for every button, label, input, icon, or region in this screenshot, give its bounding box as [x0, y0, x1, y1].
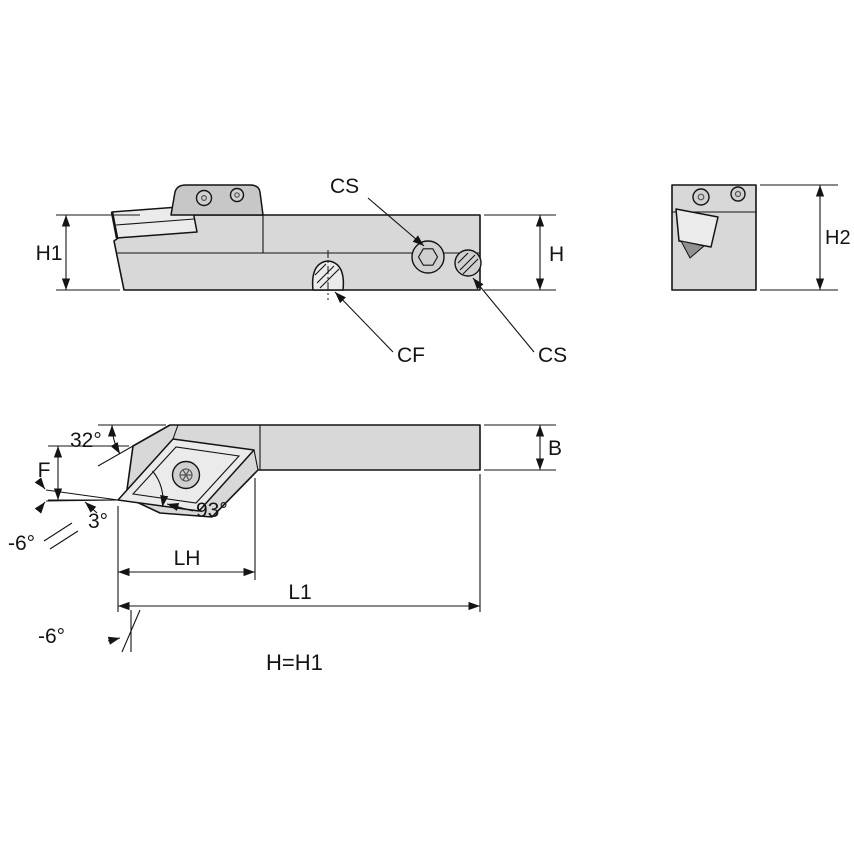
cf-label: CF: [397, 344, 425, 367]
side-view-clamp: [170, 184, 264, 216]
rake-side-label: -6°: [8, 532, 35, 555]
h2-label: H2: [825, 227, 851, 249]
cs-top-callout: CS: [330, 175, 425, 247]
h-label: H: [549, 243, 564, 266]
cs-bottom-callout: CS: [472, 277, 567, 367]
h2-dimension: H2: [760, 184, 851, 291]
angle-32-label: 32°: [70, 429, 102, 452]
side-view: H1 H CS CF CS: [36, 175, 568, 367]
l1-label: L1: [288, 581, 311, 604]
cf-callout: CF: [334, 291, 425, 367]
end-view: H2: [671, 184, 851, 291]
hex-clamp-screw-icon: [411, 240, 445, 274]
top-view-pocket-lines: [172, 424, 259, 471]
end-view-insert: [675, 208, 719, 248]
back-rake-dimension: -6°: [38, 609, 141, 653]
h1-label: H1: [36, 242, 63, 265]
side-rake-dimension: -6°: [8, 522, 79, 555]
cs-top-label: CS: [330, 175, 359, 198]
angle-3-label: 3°: [88, 510, 108, 533]
torx-screw-icon: [171, 460, 201, 490]
top-view: 32° F 3° -6° 93°: [8, 424, 562, 675]
side-view-insert-tip-edge: [110, 211, 119, 239]
f-label: F: [38, 459, 51, 482]
l1-dimension: L1: [118, 474, 481, 612]
h1-dimension: H1: [36, 214, 140, 291]
b-label: B: [548, 437, 562, 460]
top-view-insert-inner-edge: [131, 446, 241, 504]
clamp-screw-icon: [195, 187, 245, 207]
h-dimension: H: [484, 214, 564, 291]
end-view-screws-icon: [692, 186, 746, 206]
angle-93-label: 93°: [196, 499, 228, 522]
lh-dimension: LH: [117, 478, 256, 612]
b-dimension: B: [484, 424, 562, 471]
end-view-insert-tip: [680, 240, 706, 259]
end-edge-angle-dimension: 3°: [34, 477, 119, 533]
coolant-hole-icon: [311, 250, 345, 300]
end-view-body: [671, 184, 757, 291]
f-dimension: F: [38, 445, 129, 501]
lh-label: LH: [174, 547, 201, 570]
rake-back-label: -6°: [38, 625, 65, 648]
cs-bottom-label: CS: [538, 344, 567, 367]
side-view-insert-edge-line: [115, 218, 195, 226]
corner-angle-dimension: 93°: [152, 470, 228, 522]
sectioned-clamp-screw-icon: [454, 249, 482, 277]
height-note: H=H1: [266, 650, 323, 675]
